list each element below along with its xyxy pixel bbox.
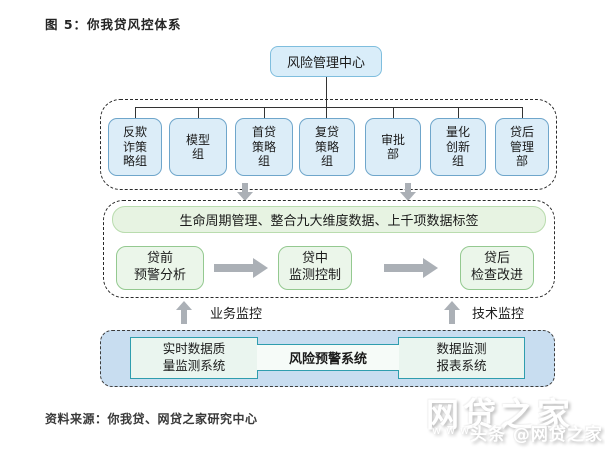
right-arrow-icon: [214, 258, 268, 278]
system-box-realtime-data-quality: 实时数据质 量监测系统: [130, 337, 258, 379]
business-monitoring-label: 业务监控: [210, 307, 263, 322]
source-note: 资料来源：你我贷、网贷之家研究中心: [45, 412, 258, 426]
connector-drop-line: [326, 107, 327, 118]
lifecycle-banner: 生命周期管理、整合九大维度数据、上千项数据标签: [112, 206, 546, 233]
stage-box-post-loan: 贷后 检查改进: [460, 246, 534, 290]
watermark-wdzj: 网贷之家: [426, 395, 574, 434]
dept-box-approval-dept: 审批 部: [365, 118, 421, 176]
tech-monitoring-label: 技术监控: [472, 307, 525, 322]
stage-box-pre-loan: 贷前 预警分析: [116, 246, 204, 290]
dept-box-post-loan-mgmt: 贷后 管理 部: [495, 118, 549, 176]
dept-box-anti-fraud-strategy: 反欺 诈策 略组: [108, 118, 162, 176]
connector-stem-line: [326, 77, 327, 107]
risk-alert-system-label: 风险预警系统: [288, 352, 367, 367]
dept-box-repeat-loan-strategy: 复贷 策略 组: [299, 118, 355, 176]
up-arrow-icon: [444, 301, 460, 324]
lifecycle-container: [103, 200, 555, 298]
dept-box-first-loan-strategy: 首贷 策略 组: [235, 118, 293, 176]
dept-box-quant-innovation: 量化 创新 组: [430, 118, 486, 176]
connector-drop-line: [264, 107, 265, 118]
up-arrow-icon: [176, 301, 192, 324]
down-arrow-icon: [400, 183, 416, 201]
watermark-www: www: [432, 424, 474, 437]
connector-drop-line: [198, 107, 199, 118]
connector-horizontal-line: [135, 107, 522, 108]
connector-drop-line: [458, 107, 459, 118]
dept-box-model-group: 模型 组: [169, 118, 227, 176]
system-band-risk-alert: 风险预警系统: [257, 344, 399, 371]
system-box-data-monitor-report: 数据监测 报表系统: [398, 337, 525, 379]
right-arrow-icon: [384, 258, 438, 278]
lifecycle-banner-label: 生命周期管理、整合九大维度数据、上千项数据标签: [179, 214, 479, 229]
connector-drop-line: [522, 107, 523, 118]
figure-title: 图 5：你我贷风控体系: [45, 17, 182, 32]
risk-management-center-label: 风险管理中心: [286, 56, 365, 71]
departments-container: [100, 99, 557, 190]
stage-box-in-loan: 贷中 监测控制: [278, 246, 352, 290]
down-arrow-icon: [237, 183, 253, 201]
watermark-toutiao: 头条 @网贷之家: [470, 425, 603, 445]
connector-drop-line: [135, 107, 136, 118]
connector-drop-line: [393, 107, 394, 118]
risk-management-center-box: 风险管理中心: [270, 46, 382, 77]
